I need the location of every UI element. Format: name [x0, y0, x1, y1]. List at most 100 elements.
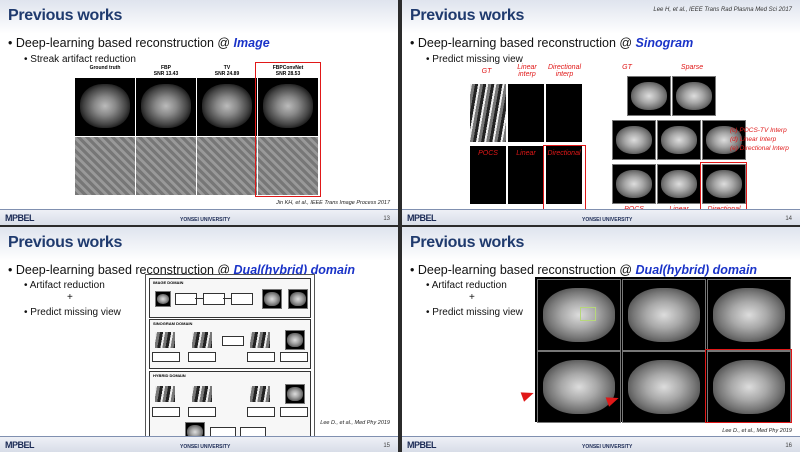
university-logo: YONSEI UNIVERSITY: [180, 444, 231, 450]
plus-sign: +: [67, 292, 73, 303]
ct-zoom-image: [197, 137, 257, 195]
label-pocs: POCS: [478, 150, 498, 157]
sinogram-error: [508, 146, 544, 204]
label-directional2: Directional: [547, 150, 581, 157]
slide-title: Previous works: [8, 234, 123, 251]
panel-title: SINOGRAM DOMAIN: [153, 321, 193, 326]
sinogram-thumb: [250, 386, 270, 402]
flow-box: [175, 293, 197, 305]
comparison-figure: Ground truth FBP SNR 13.43 TV SNR 24.89 …: [75, 62, 321, 197]
bullet-sub: • Streak artifact reduction: [24, 54, 136, 65]
university-logo: YONSEI UNIVERSITY: [180, 217, 231, 223]
bullet-sub-text: Artifact reduction: [29, 280, 105, 291]
bullet-sub-text: Predict missing view: [432, 54, 523, 65]
sinogram-image: [470, 84, 506, 142]
bullet-main: • Deep-learning based reconstruction @ S…: [410, 36, 694, 50]
slide-header: [0, 227, 398, 261]
flow-box: [152, 352, 180, 362]
page-number: 14: [785, 216, 792, 222]
bullet-text: Deep-learning based reconstruction @: [15, 36, 234, 50]
bullet-sub: • Predict missing view: [24, 307, 121, 318]
label-linear: Linear interp: [517, 64, 537, 78]
sinogram-domain-panel: SINOGRAM DOMAIN: [149, 319, 311, 369]
plus-sign: +: [469, 292, 475, 303]
ct-thumb: [288, 289, 308, 309]
fig-label: Ground truth: [89, 65, 121, 71]
flow-box: [188, 407, 216, 417]
roi-box: [580, 307, 596, 321]
sinogram-thumb: [250, 332, 270, 348]
highlight-box: [705, 349, 792, 423]
panel-title: HYBRID DOMAIN: [153, 373, 186, 378]
slide-footer: MPBEL YONSEI UNIVERSITY 15: [0, 436, 398, 452]
fig-label: FBPConvNet: [272, 65, 304, 71]
ct-image: [612, 164, 656, 204]
fig-label: FBP: [161, 65, 171, 71]
bullet-sub: • Artifact reduction: [426, 280, 507, 291]
ct-image: [75, 78, 135, 136]
fig-snr: SNR 13.43: [153, 71, 179, 77]
bullet-sub-text: Predict missing view: [432, 307, 523, 318]
ct-thumb: [285, 330, 305, 350]
sinogram-image: [546, 84, 582, 142]
ct-zoom-image: [258, 137, 318, 195]
slide-title: Previous works: [8, 7, 123, 24]
lab-logo: MPBEL: [407, 440, 437, 450]
ct-image: [537, 279, 621, 351]
ct-image: [627, 76, 671, 116]
label-sparse: Sparse: [680, 64, 704, 71]
ct-image: [197, 78, 257, 136]
flow-box: [152, 407, 180, 417]
flow-box: [280, 352, 308, 362]
ct-thumb: [262, 289, 282, 309]
flow-box: [247, 352, 275, 362]
legend-e: (e) Directional Interp: [730, 145, 789, 152]
slide-14: Previous works Lee H, et al., IEEE Trans…: [402, 0, 800, 225]
ct-image: [622, 279, 706, 351]
ct-zoom-image: [75, 137, 135, 195]
highlight-box: [255, 62, 321, 197]
bullet-main: • Deep-learning based reconstruction @ I…: [8, 36, 270, 50]
ct-zoom-image: [136, 137, 196, 195]
citation-top: Lee H, et al., IEEE Trans Rad Plasma Med…: [653, 7, 792, 13]
bullet-sub-text: Streak artifact reduction: [30, 54, 136, 65]
bullet-emphasis: Sinogram: [635, 36, 694, 50]
label-gt2: GT: [622, 64, 632, 71]
fig-label: TV: [223, 65, 231, 71]
ct-thumb: [155, 291, 171, 307]
page-number: 15: [383, 443, 390, 449]
slide-13: Previous works • Deep-learning based rec…: [0, 0, 398, 225]
ct-image: [657, 164, 701, 204]
lab-logo: MPBEL: [407, 213, 437, 223]
slide-footer: MPBEL YONSEI UNIVERSITY 13: [0, 209, 398, 225]
slide-title: Previous works: [410, 234, 525, 251]
lab-logo: MPBEL: [5, 213, 35, 223]
flow-box: [188, 352, 216, 362]
ct-thumb: [285, 384, 305, 404]
ct-grid-figure: [535, 277, 792, 423]
bullet-text: Deep-learning based reconstruction @: [417, 263, 636, 277]
sinogram-thumb: [192, 332, 212, 348]
slide-header: [402, 0, 800, 34]
ct-image: [622, 351, 706, 423]
sinogram-thumb: [155, 386, 175, 402]
ct-image: [136, 78, 196, 136]
citation: Jin KH, et al., IEEE Trans Image Process…: [276, 200, 390, 206]
fig-snr: SNR 24.89: [214, 71, 240, 77]
bullet-sub: • Artifact reduction: [24, 280, 105, 291]
bullet-sub: • Predict missing view: [426, 307, 523, 318]
slide-title: Previous works: [410, 7, 525, 24]
ct-image: [537, 351, 621, 423]
sinogram-thumb: [192, 386, 212, 402]
slide-header: [402, 227, 800, 261]
legend-d: (d) Linear Interp: [730, 136, 777, 143]
university-logo: YONSEI UNIVERSITY: [582, 444, 633, 450]
highlight-box: [543, 145, 586, 214]
flow-box: [280, 407, 308, 417]
ct-image: [258, 78, 318, 136]
bullet-sub: • Predict missing view: [426, 54, 523, 65]
ct-image: [707, 279, 791, 351]
flow-box: [231, 293, 253, 305]
bullet-text: Deep-learning based reconstruction @: [417, 36, 636, 50]
label-directional: Directional interp: [547, 64, 582, 78]
